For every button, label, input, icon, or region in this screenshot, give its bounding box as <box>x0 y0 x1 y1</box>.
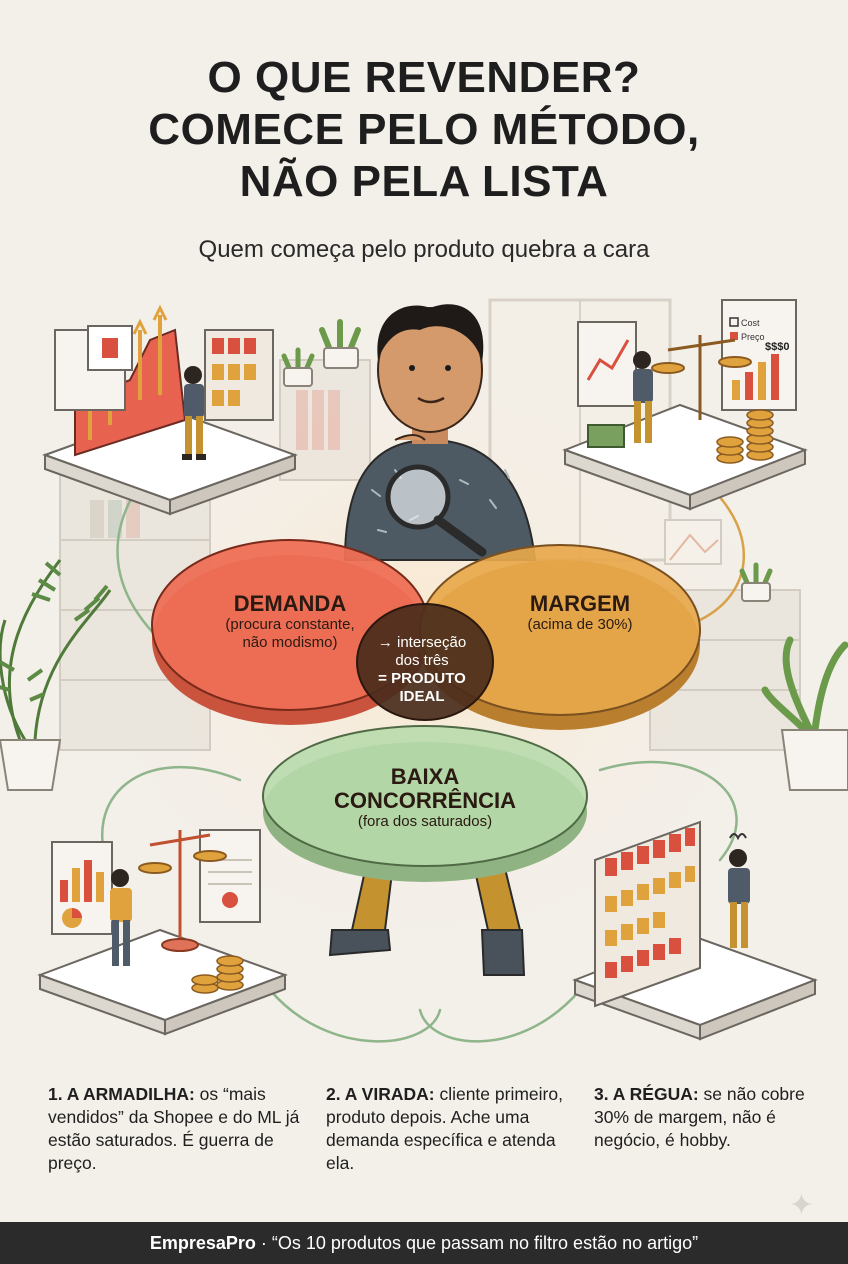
sparkle-icon: ✦ <box>788 1189 814 1222</box>
venn-center-line4: IDEAL <box>399 688 445 705</box>
footer-text: · “Os 10 produtos que passam no filtro e… <box>255 1233 699 1253</box>
venn-competition-disk <box>262 725 588 882</box>
venn-center-overlap <box>356 603 494 721</box>
plant-right <box>761 636 848 791</box>
central-character <box>343 304 537 561</box>
plant-left <box>0 559 112 791</box>
price-card-price: Preço <box>741 332 765 342</box>
venn-competition-line1: (fora dos saturados) <box>357 813 493 830</box>
footer-brand: EmpresaPro <box>149 1233 256 1253</box>
platform-trap <box>37 829 288 1036</box>
subtitle: Quem começa pelo produto quebra a cara <box>198 236 650 263</box>
tip-1-title: 1. A ARMADILHA: <box>48 1084 195 1104</box>
footer-bar: EmpresaPro · “Os 10 produtos que passam … <box>0 1222 848 1264</box>
venn-margin-label: MARGEM (acima de 30%) <box>480 592 680 634</box>
venn-competition-title-1: BAIXA <box>390 764 460 789</box>
title-line-3: NÃO PELA LISTA <box>239 157 609 206</box>
small-plants <box>281 319 773 602</box>
tip-1-text: os “mais vendidos” da Shopee e do ML já … <box>48 1084 300 1173</box>
venn-margin-line1: (acima de 30%) <box>527 616 633 633</box>
title-line-1: O QUE REVENDER? <box>207 53 641 102</box>
page-title: O QUE REVENDER? COMECE PELO MÉTODO, NÃO … <box>0 52 848 208</box>
tip-2: 2. A VIRADA: cliente primeiro, produto d… <box>326 1083 574 1175</box>
title-line-2: COMECE PELO MÉTODO, <box>148 105 700 154</box>
price-card-cost: Cost <box>741 318 760 328</box>
venn-demand-line2: não modismo) <box>242 634 338 651</box>
tip-2-text: cliente primeiro, produto depois. Ache u… <box>326 1084 563 1173</box>
tip-3-text: se não cobre 30% de margem, não é negóci… <box>594 1084 805 1150</box>
venn-center-line2: dos três <box>395 652 449 669</box>
venn-competition-label: BAIXA CONCORRÊNCIA (fora dos saturados) <box>300 765 550 831</box>
platform-margin: Cost Preço $$$0 <box>562 299 808 511</box>
venn-demand-title: DEMANDA <box>233 591 347 616</box>
tip-2-title: 2. A VIRADA: <box>326 1084 435 1104</box>
venn-center-line3: = PRODUTO <box>378 670 466 687</box>
price-card-value: $$$0 <box>765 341 789 353</box>
venn-demand-disk <box>151 539 429 725</box>
venn-margin-title: MARGEM <box>529 591 631 616</box>
venn-diagram <box>151 539 701 882</box>
venn-center-line1: → interseção <box>377 634 467 651</box>
platform-saturated <box>572 820 818 1041</box>
tip-3-title: 3. A RÉGUA: <box>594 1084 699 1104</box>
platform-demand <box>42 304 298 516</box>
tip-1: 1. A ARMADILHA: os “mais vendidos” da Sh… <box>48 1083 318 1175</box>
venn-center-label: → interseção dos três = PRODUTO IDEAL <box>352 634 492 706</box>
tip-3: 3. A RÉGUA: se não cobre 30% de margem, … <box>594 1083 820 1152</box>
venn-competition-title-2: CONCORRÊNCIA <box>333 788 517 813</box>
venn-demand-label: DEMANDA (procura constante, não modismo) <box>180 592 400 652</box>
venn-demand-line1: (procura constante, <box>225 616 355 633</box>
